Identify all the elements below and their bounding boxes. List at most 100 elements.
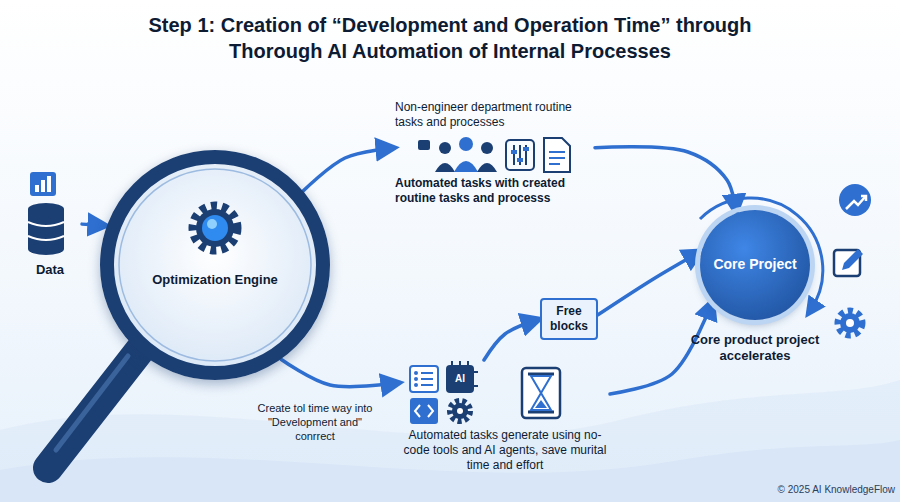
settings-slider-icon bbox=[506, 140, 534, 170]
database-icon bbox=[28, 203, 64, 255]
edit-icon bbox=[834, 249, 863, 276]
hourglass-icon bbox=[522, 368, 560, 418]
node-text: Non-engineer department routine tasks an… bbox=[395, 100, 595, 130]
small-gear bbox=[457, 408, 463, 414]
node-text: Optimization Engine bbox=[114, 272, 316, 288]
growth-icon bbox=[839, 184, 871, 216]
settings-slider-icon bbox=[517, 158, 523, 162]
people-icons bbox=[439, 142, 451, 154]
settings-slider-icon bbox=[511, 150, 517, 154]
ai-chip-icon bbox=[459, 361, 461, 365]
core-title: Core Project bbox=[713, 256, 797, 274]
hourglass-icon bbox=[531, 376, 551, 410]
icon-text: AI bbox=[446, 365, 474, 393]
magnifier-handle bbox=[56, 356, 128, 450]
core-project: Core ProjectCore product project acceler… bbox=[685, 210, 825, 365]
background-waves bbox=[0, 380, 900, 502]
routine-task-group: Non-engineer department routine tasks an… bbox=[395, 100, 595, 206]
node-text: Free blocks bbox=[545, 304, 593, 334]
data-source: Data bbox=[18, 170, 82, 278]
ai-chip-icon bbox=[467, 361, 469, 365]
ai-chip-icon bbox=[474, 385, 478, 387]
node-text: Automated tasks generate using no-code t… bbox=[400, 428, 610, 473]
flow-arrow bbox=[610, 300, 713, 394]
code-icon bbox=[415, 405, 433, 417]
settings-gear bbox=[846, 319, 854, 327]
automation-tool-group: Automated tasks generate using no-code t… bbox=[400, 360, 610, 473]
flow-arrow bbox=[281, 359, 400, 386]
list-icon bbox=[414, 383, 418, 387]
list-icon bbox=[410, 366, 438, 392]
list-icon bbox=[421, 372, 433, 374]
chart-icon bbox=[47, 176, 51, 192]
arrow-note: Create tol time way into "Development an… bbox=[250, 402, 380, 443]
small-gear bbox=[450, 401, 470, 421]
magnifier-handle bbox=[48, 350, 140, 468]
chart-icon bbox=[30, 172, 56, 196]
list-icon bbox=[414, 377, 418, 381]
free-blocks-box: Free blocks bbox=[540, 298, 598, 340]
edit-icon bbox=[842, 249, 863, 270]
lens-glass bbox=[107, 157, 323, 373]
growth-icon bbox=[861, 196, 866, 201]
ai-chip-icon bbox=[446, 361, 478, 393]
engine-gear bbox=[207, 219, 217, 229]
growth-icon bbox=[846, 197, 865, 209]
lens-glass bbox=[119, 169, 311, 361]
lens-glass bbox=[107, 157, 323, 373]
people-icons bbox=[459, 137, 473, 151]
magnifier-handle bbox=[48, 350, 140, 468]
people-icons bbox=[435, 163, 455, 172]
hourglass-icon bbox=[522, 368, 560, 418]
code-icon bbox=[410, 398, 438, 424]
growth-icon bbox=[839, 184, 871, 216]
code-icon bbox=[410, 398, 438, 424]
ai-chip-icon bbox=[474, 371, 478, 373]
list-icon bbox=[421, 378, 433, 380]
chart-icon bbox=[30, 172, 56, 196]
database-icon bbox=[28, 222, 64, 226]
optimization-engine-lens: Optimization Engine bbox=[100, 150, 330, 380]
settings-gear bbox=[838, 311, 862, 335]
list-icon bbox=[421, 384, 433, 386]
settings-gear bbox=[840, 313, 860, 333]
document-icon bbox=[544, 138, 570, 172]
chart-icon bbox=[41, 180, 45, 192]
document-icon bbox=[549, 157, 565, 159]
diagram-title: Step 1: Creation of “Development and Ope… bbox=[120, 12, 780, 64]
small-gear bbox=[452, 403, 468, 419]
copyright-mark: © 2025 AI KnowledgeFlow bbox=[745, 484, 895, 497]
people-icons bbox=[481, 142, 493, 154]
settings-gear bbox=[838, 311, 862, 335]
node-text: Automated tasks with created routine tas… bbox=[395, 176, 595, 206]
engine-gear bbox=[196, 209, 234, 247]
document-icon bbox=[549, 151, 565, 153]
flow-arrow bbox=[484, 319, 540, 360]
list-icon bbox=[414, 371, 418, 375]
small-gear bbox=[450, 401, 470, 421]
core-circle: Core Project bbox=[700, 210, 810, 320]
document-icon bbox=[544, 138, 570, 172]
flow-arrow bbox=[595, 147, 736, 214]
hourglass-icon bbox=[535, 400, 547, 408]
flow-arrow bbox=[303, 148, 395, 191]
node-text: Data bbox=[18, 262, 82, 278]
database-icon bbox=[28, 243, 64, 255]
engine-gear bbox=[202, 215, 228, 241]
people-icons bbox=[418, 137, 497, 172]
list-icon bbox=[410, 366, 438, 392]
core-caption: Core product project accelerates bbox=[685, 332, 825, 365]
settings-slider-icon bbox=[513, 145, 515, 165]
ai-chip-icon bbox=[446, 365, 474, 393]
engine-gear bbox=[193, 206, 237, 250]
engine-gear bbox=[193, 206, 237, 250]
flow-arrow bbox=[82, 224, 107, 226]
settings-slider-icon bbox=[506, 140, 534, 170]
people-icons bbox=[418, 140, 430, 150]
chart-icon bbox=[35, 185, 39, 192]
settings-slider-icon bbox=[523, 147, 529, 151]
flow-arrow bbox=[598, 251, 702, 315]
people-icons bbox=[454, 161, 478, 172]
database-icon bbox=[28, 236, 64, 240]
ai-chip-icon bbox=[451, 361, 453, 365]
